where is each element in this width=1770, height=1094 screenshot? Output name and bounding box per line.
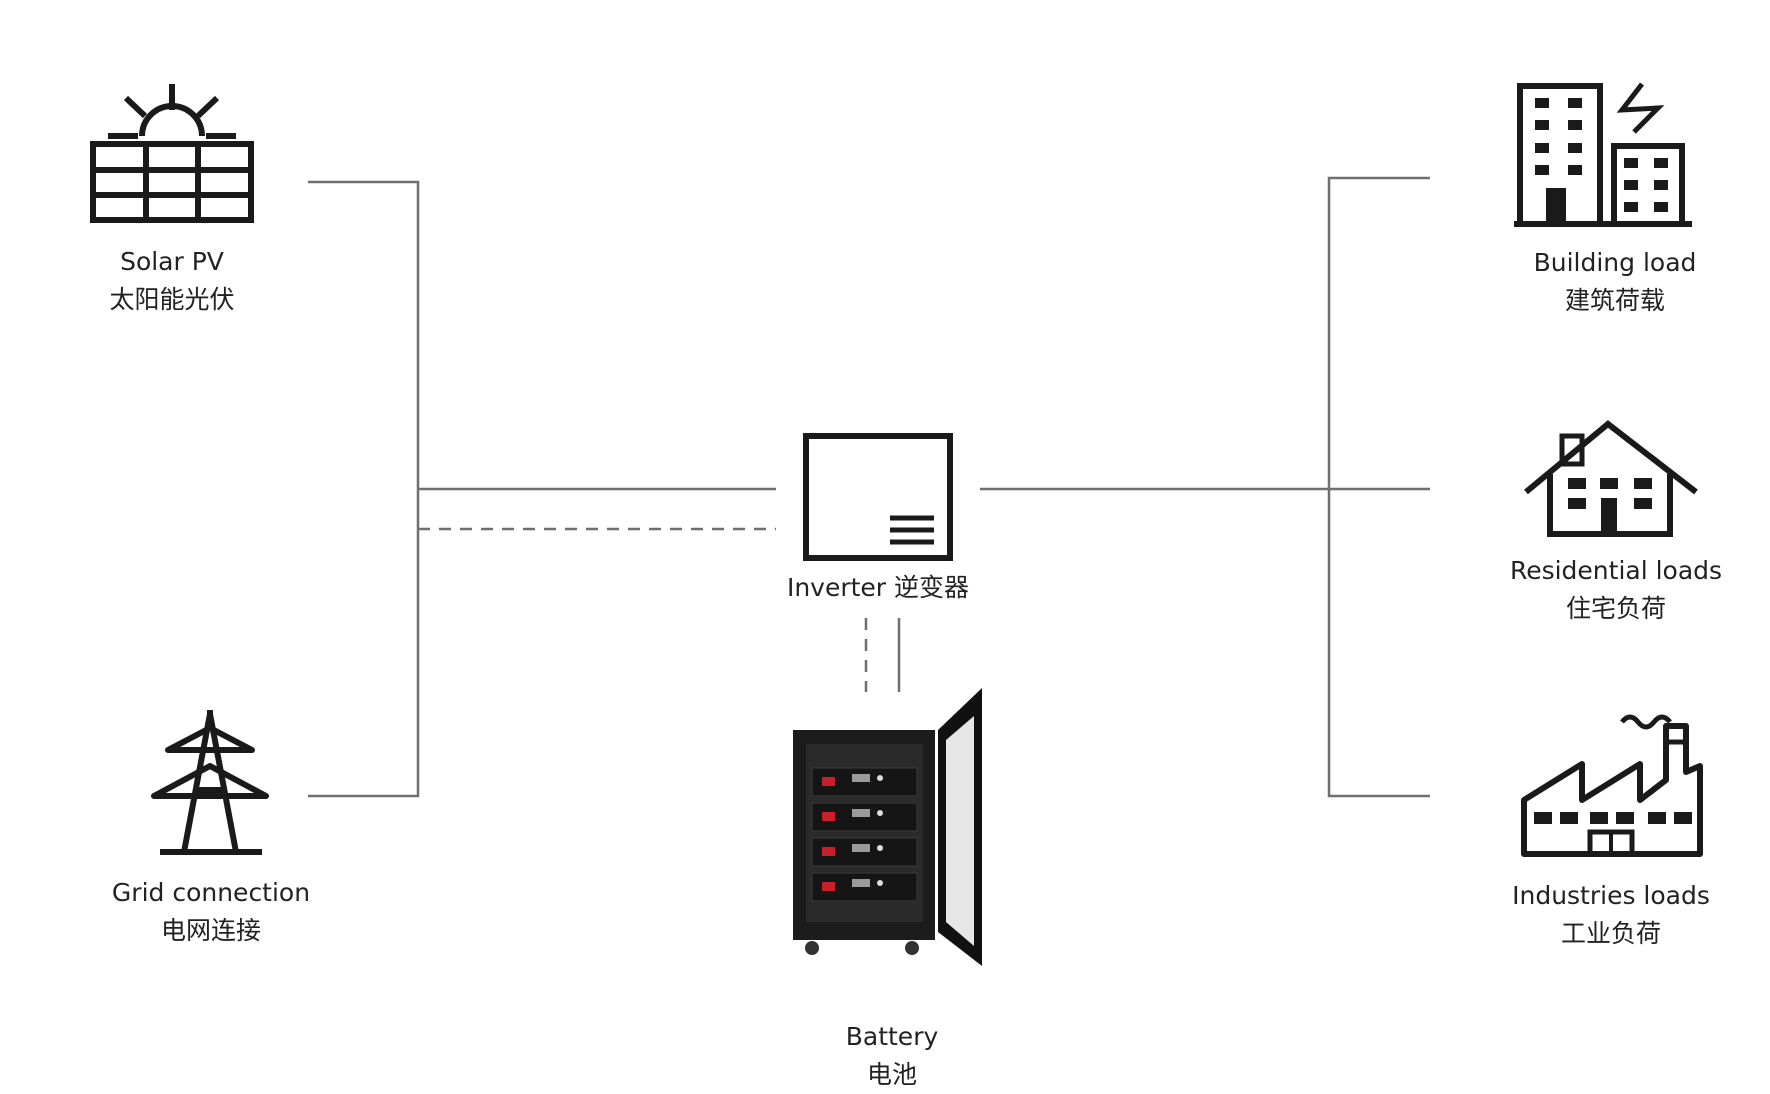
- battery-label-en: Battery: [845, 1022, 939, 1051]
- battery-label-zh: 电池: [866, 1060, 917, 1089]
- battery-label: Battery 电池: [846, 1018, 939, 1094]
- solar-label-en: Solar PV: [120, 247, 224, 276]
- connector-lines: [308, 176, 1430, 798]
- solar-label-zh: 太阳能光伏: [109, 285, 235, 314]
- house-icon: [1524, 420, 1698, 537]
- inverter-label: Inverter 逆变器: [787, 569, 969, 607]
- industrial-label: Industries loads 工业负荷: [1512, 877, 1710, 953]
- line-solar: [308, 180, 420, 798]
- line-load-bus: [1327, 176, 1430, 798]
- industrial-label-en: Industries loads: [1512, 881, 1710, 910]
- residential-label-zh: 住宅负荷: [1565, 594, 1667, 623]
- building-label-en: Building load: [1533, 248, 1697, 277]
- power-tower-icon: [151, 710, 269, 855]
- building-label-zh: 建筑荷载: [1564, 286, 1666, 315]
- building-label: Building load 建筑荷载: [1534, 244, 1697, 320]
- battery-cabinet-icon: [793, 688, 982, 966]
- solar-label: Solar PV 太阳能光伏: [109, 243, 234, 319]
- grid-label-zh: 电网连接: [160, 916, 262, 945]
- inverter-icon: [803, 433, 953, 561]
- factory-icon: [1521, 714, 1703, 857]
- inverter-label-text: Inverter 逆变器: [786, 573, 970, 602]
- grid-label: Grid connection 电网连接: [112, 874, 310, 950]
- grid-label-en: Grid connection: [111, 878, 311, 907]
- building-icon: [1514, 82, 1692, 227]
- residential-label-en: Residential loads: [1509, 556, 1723, 585]
- industrial-label-zh: 工业负荷: [1560, 919, 1662, 948]
- solar-panel-icon: [90, 84, 254, 223]
- residential-label: Residential loads 住宅负荷: [1510, 552, 1722, 628]
- battery-modules: [811, 767, 918, 902]
